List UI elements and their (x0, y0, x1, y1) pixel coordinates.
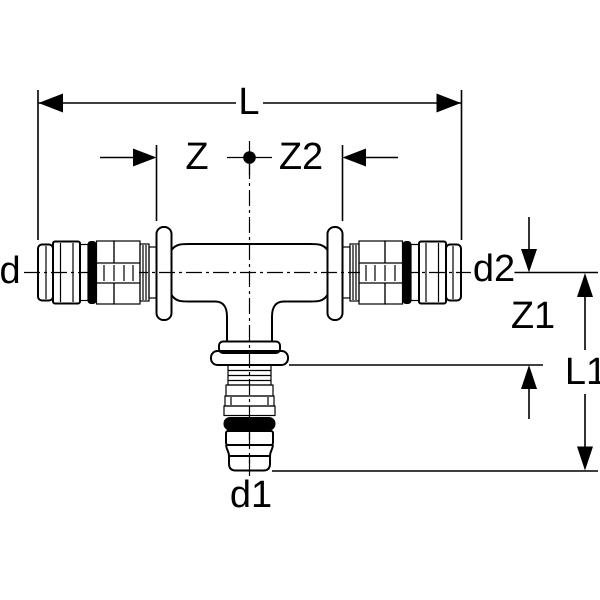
arrowhead-Z-icon (133, 148, 157, 167)
branch-connection-bottom (210, 340, 289, 472)
stop-collar-flange (155, 226, 173, 321)
o-ring-seal (87, 241, 97, 304)
arrowhead-Z2-icon (342, 148, 366, 167)
dimension-d2: d2 (473, 217, 598, 290)
center-dot-icon (243, 151, 256, 164)
press-connection-left (37, 226, 173, 321)
branch-grooves (228, 369, 271, 382)
sleeve-ring-contours (142, 245, 147, 300)
press-connection-right (326, 226, 462, 321)
branch-pipe-end (228, 455, 271, 472)
dim-label-Z2: Z2 (279, 136, 323, 178)
arrowhead-right-icon (436, 93, 461, 113)
indicator-window-frames (96, 262, 140, 284)
dim-label-Z: Z (185, 136, 208, 178)
dimension-Z: Z (100, 136, 209, 221)
arrowhead-d2-down-icon (521, 249, 537, 273)
indicator-window-band (97, 263, 139, 283)
dim-label-d1: d1 (230, 474, 272, 516)
dimension-Z2: Z2 (279, 136, 398, 221)
arrowhead-L1-up-icon (577, 273, 593, 297)
branch-band-contours (230, 397, 269, 405)
dimension-Z1: Z1 (289, 295, 555, 419)
branch-flange-upper (218, 340, 281, 354)
dimension-L: L (37, 81, 463, 240)
branch-waist (225, 444, 274, 457)
dim-label-Z1: Z1 (511, 295, 555, 337)
dim-label-L: L (238, 81, 259, 123)
arrowhead-Z1-up-icon (521, 365, 537, 389)
branch-knurl-ring-2 (223, 405, 276, 417)
tee-fitting (37, 226, 462, 472)
branch-o-ring-seal (223, 417, 276, 431)
arrowhead-left-icon (38, 93, 63, 113)
dimension-L1: L1 (272, 273, 600, 472)
dim-label-L1: L1 (565, 351, 600, 393)
body-outline (170, 243, 329, 342)
center-marker (227, 141, 272, 175)
dim-label-d2: d2 (473, 248, 515, 290)
arrowhead-L1-down-icon (577, 446, 593, 471)
dim-label-d: d (0, 250, 21, 292)
